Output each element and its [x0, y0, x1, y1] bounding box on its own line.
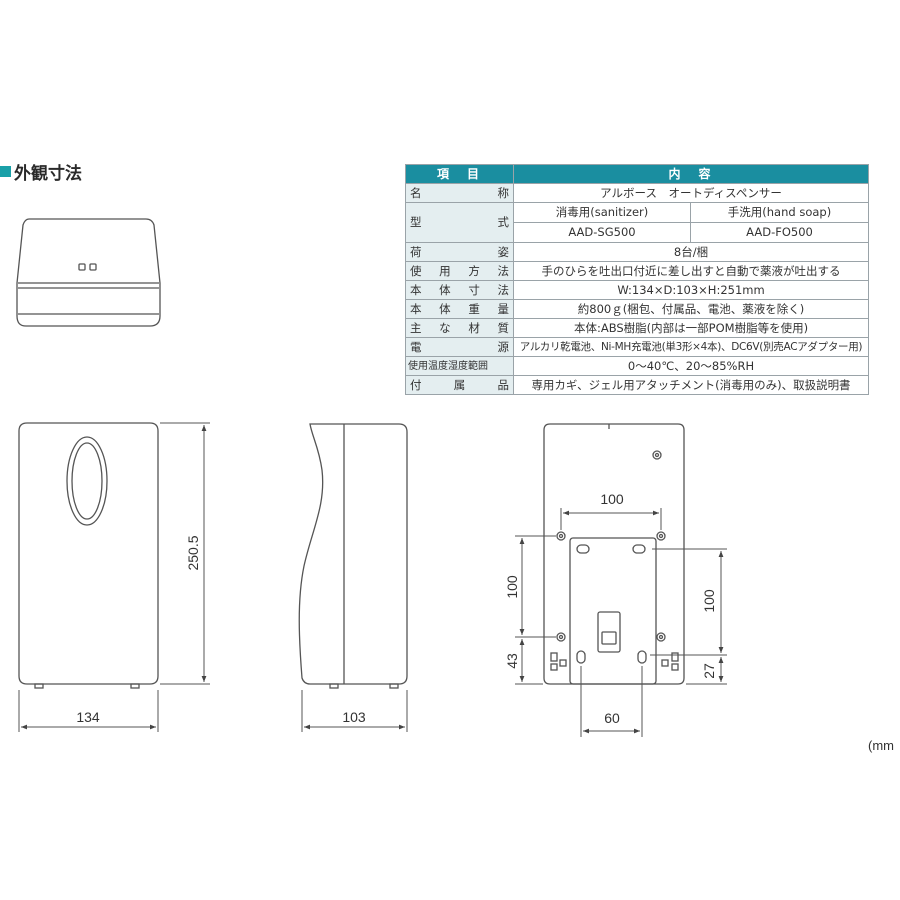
- label-packing: 荷 姿: [405, 242, 514, 262]
- front-height-label: 250.5: [185, 535, 201, 570]
- heading-text: 外観寸法: [14, 163, 82, 184]
- spec-row-env: 使用温度湿度範囲 0～40℃、20～85%RH: [405, 356, 870, 376]
- back-view-drawing: [543, 423, 685, 685]
- header-content: 内 容: [512, 164, 870, 184]
- model-col1-title: 消毒用(sanitizer): [513, 202, 691, 223]
- back-top-spacing-dimension: [560, 508, 662, 530]
- label-name: 名 称: [405, 183, 514, 203]
- model-col2-title: 手洗用(hand soap): [689, 202, 870, 223]
- label-material: 主な材質: [405, 318, 514, 338]
- front-view-drawing: [18, 422, 159, 689]
- side-depth-dimension: [301, 690, 408, 732]
- front-height-dimension: [160, 422, 210, 685]
- label-size: 本体寸法: [405, 280, 514, 300]
- spec-row-model-titles: 型 式 消毒用(sanitizer) 手洗用(hand soap): [405, 202, 870, 243]
- value-env: 0～40℃、20～85%RH: [512, 356, 870, 376]
- back-left-dimension: [515, 535, 556, 685]
- label-env: 使用温度湿度範囲: [405, 356, 514, 376]
- spec-row-power: 電 源 アルカリ乾電池、Ni-MH充電池(単3形×4本)、DC6V(別売ACアダ…: [405, 337, 870, 357]
- front-width-dimension: [18, 690, 159, 732]
- back-right-bottom-label: 27: [701, 663, 717, 679]
- unit-label: (mm: [868, 738, 894, 753]
- value-power: アルカリ乾電池、Ni-MH充電池(単3形×4本)、DC6V(別売ACアダプター用…: [512, 337, 870, 357]
- value-acc: 専用カギ、ジェル用アタッチメント(消毒用のみ)、取扱説明書: [512, 375, 870, 395]
- spec-header-row: 項 目 内 容: [405, 164, 870, 184]
- back-top-spacing-label: 100: [600, 491, 624, 507]
- side-depth-label: 103: [342, 709, 366, 725]
- back-left-bottom-label: 43: [504, 653, 520, 669]
- back-left-height-label: 100: [504, 575, 520, 599]
- side-view-drawing: [298, 423, 408, 689]
- label-acc: 付 属 品: [405, 375, 514, 395]
- section-heading: 外観寸法: [0, 160, 82, 184]
- spec-row-usage: 使用方法 手のひらを吐出口付近に差し出すと自動で薬液が吐出する: [405, 261, 870, 281]
- label-model: 型 式: [405, 202, 514, 243]
- top-view-drawing: [16, 218, 161, 327]
- front-width-label: 134: [76, 709, 100, 725]
- back-bottom-width-label: 60: [604, 710, 620, 726]
- value-usage: 手のひらを吐出口付近に差し出すと自動で薬液が吐出する: [512, 261, 870, 281]
- back-right-dimension: [650, 548, 727, 685]
- back-bottom-width-dimension: [580, 666, 643, 737]
- label-usage: 使用方法: [405, 261, 514, 281]
- back-right-height-label: 100: [701, 589, 717, 613]
- spec-row-acc: 付 属 品 専用カギ、ジェル用アタッチメント(消毒用のみ)、取扱説明書: [405, 375, 870, 395]
- spec-table: 項 目 内 容 名 称 アルボース オートディスペンサー 型 式 消毒用(san…: [405, 164, 870, 395]
- heading-square-icon: [0, 165, 11, 177]
